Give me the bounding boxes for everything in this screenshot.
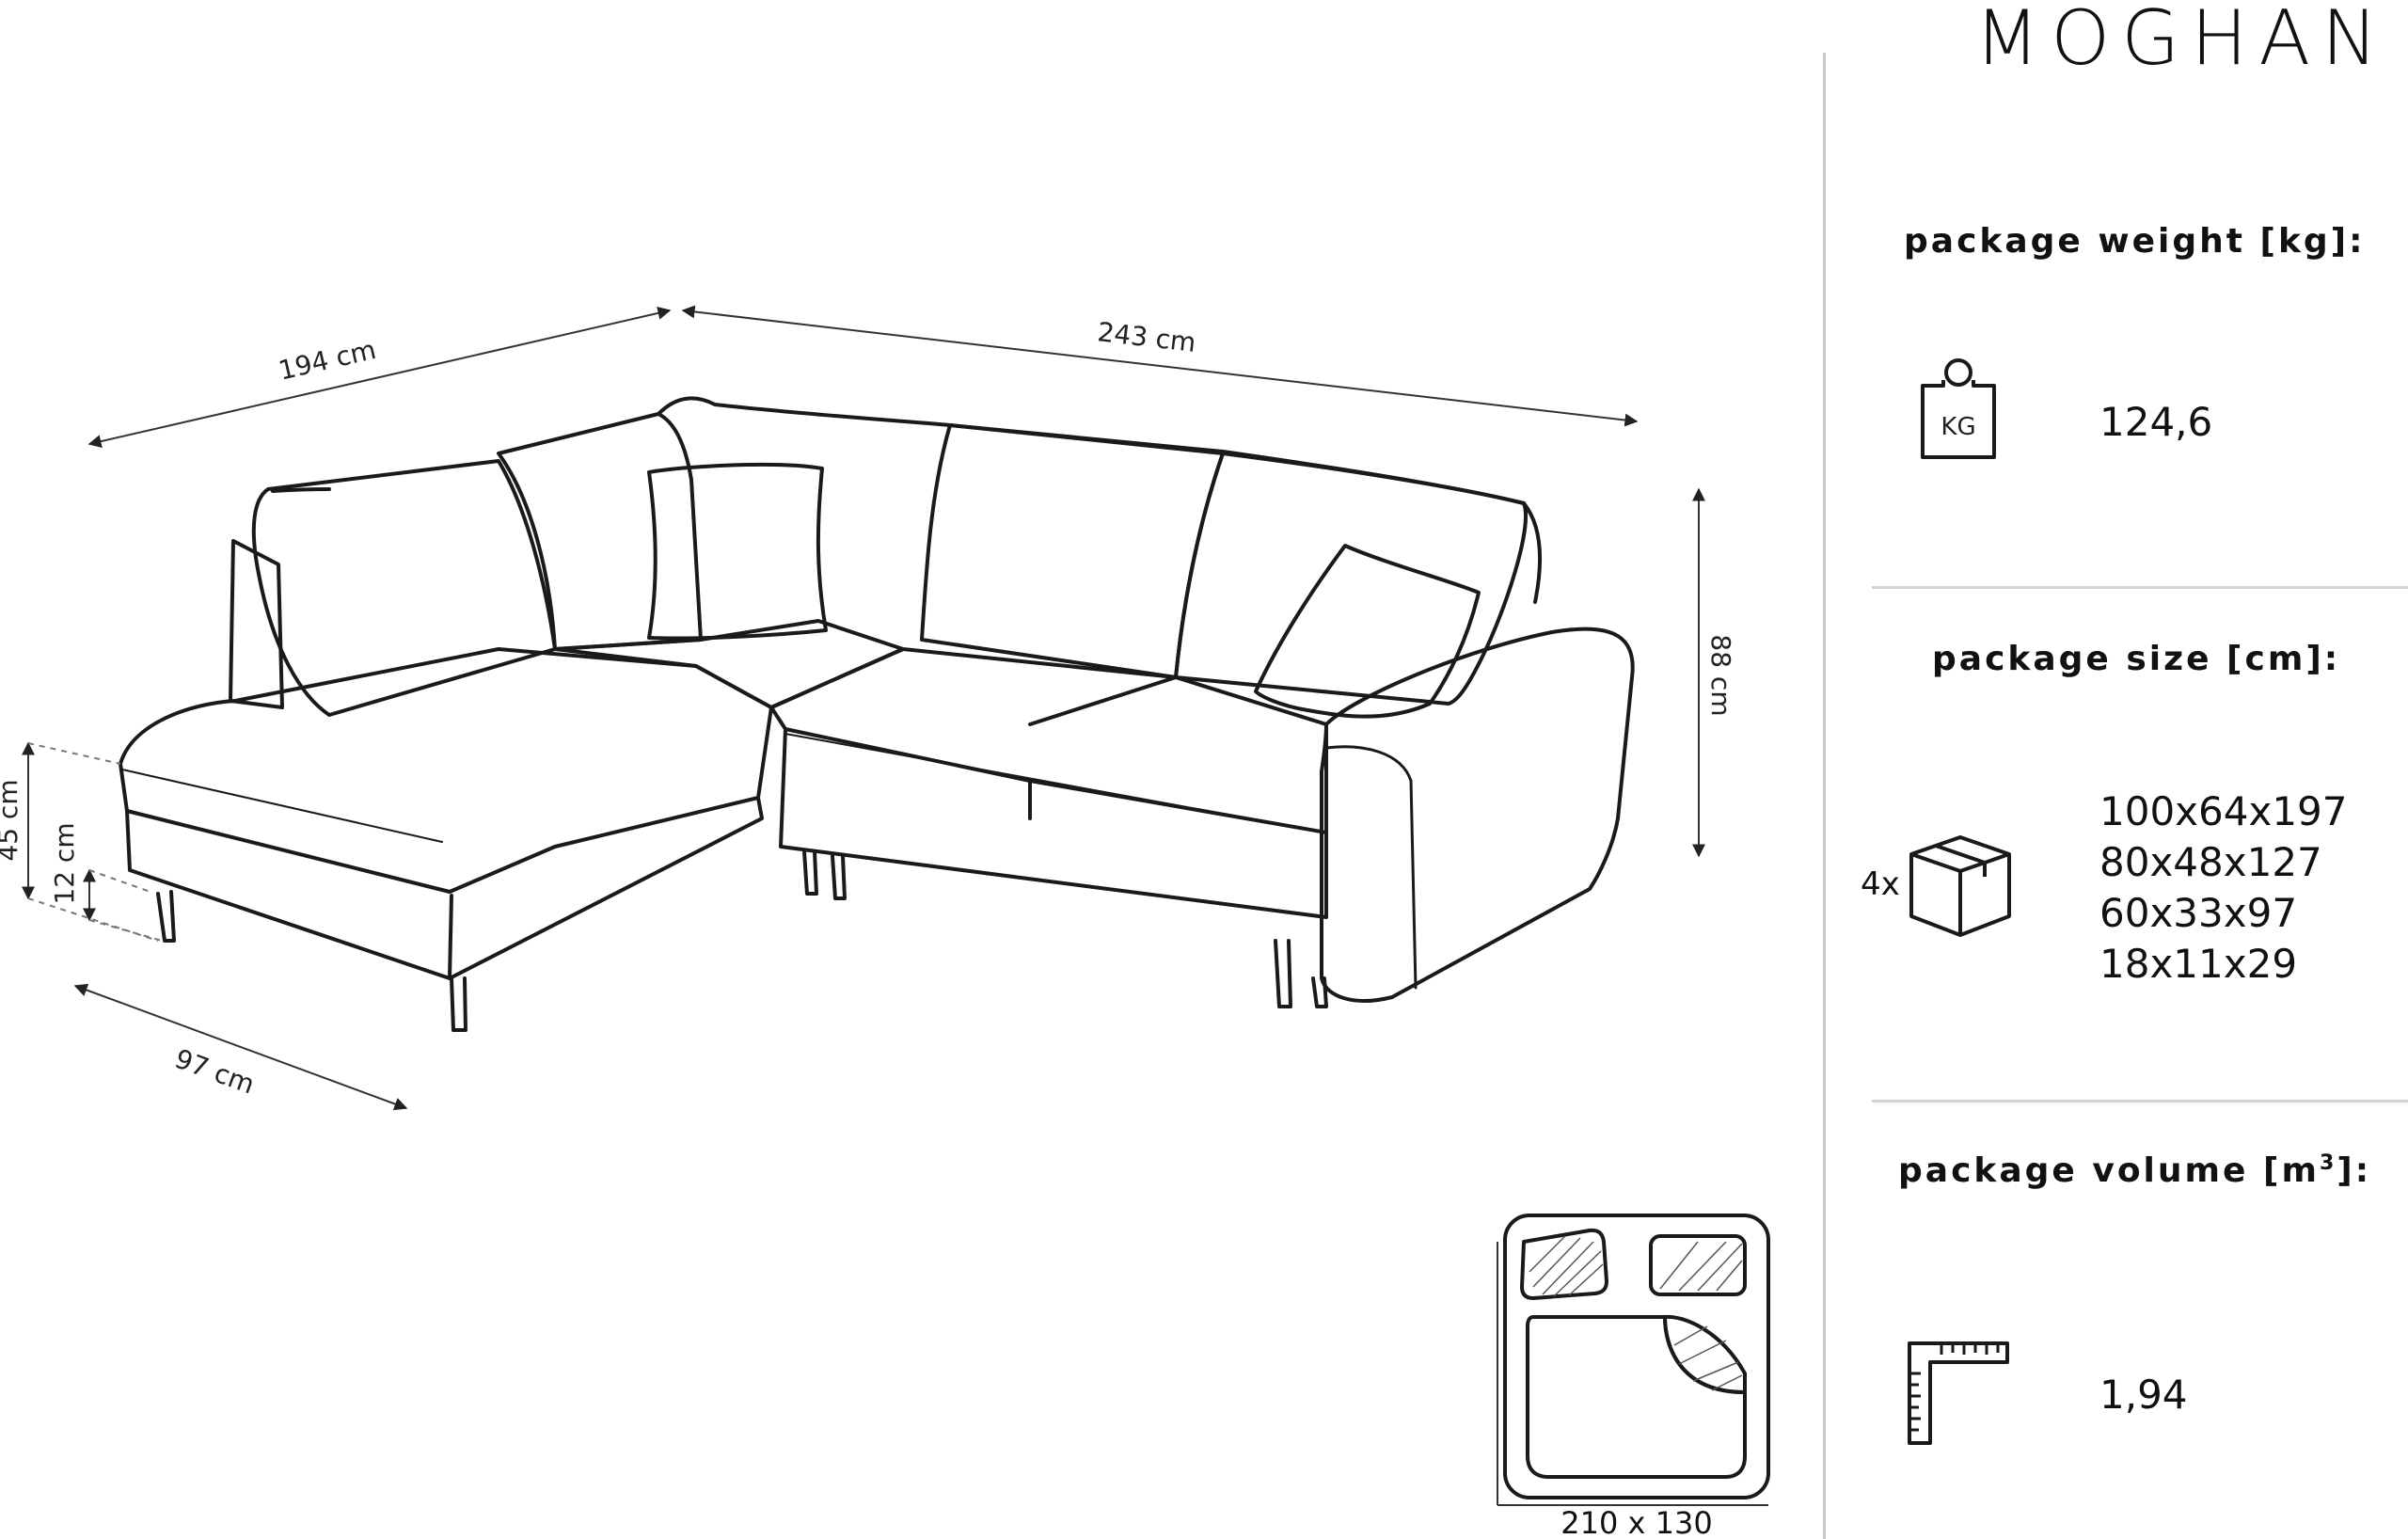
package-size-item: 60x33x97 <box>2099 890 2298 936</box>
back-cushion-left <box>251 459 557 717</box>
leg <box>450 976 467 1032</box>
sofa-drawing: 194 cm 243 cm 88 cm 45 cm 12 cm 97 cm <box>0 305 1736 1111</box>
bed-area-label: 210 x 130 <box>1560 1505 1712 1539</box>
back-top <box>657 396 1526 505</box>
right-arm <box>1320 627 1635 1003</box>
dim-line-width <box>681 305 1639 427</box>
weight-icon-label: KG <box>1941 413 1975 441</box>
leg <box>1311 976 1328 1008</box>
label-leg-height: 12 cm <box>49 822 80 904</box>
chaise-seat <box>119 647 773 894</box>
package-weight-value: 124,6 <box>2099 399 2213 445</box>
package-size-list: 100x64x197 80x48x127 60x33x97 18x11x29 <box>2099 786 2347 990</box>
box-icon <box>1909 835 2011 937</box>
section-divider <box>1872 586 2408 589</box>
label-chaise-depth: 97 cm <box>171 1043 259 1101</box>
label-width: 243 cm <box>1096 316 1197 358</box>
corner-seat <box>553 619 905 709</box>
back-cushion-mid <box>920 423 1225 679</box>
package-quantity: 4x <box>1861 865 1900 903</box>
panel-divider <box>1823 53 1826 1539</box>
package-size-title: package size [cm]: <box>1932 640 2341 678</box>
back-cushion-right <box>1174 452 1528 706</box>
dim-line-chaise <box>73 983 408 1111</box>
back-panel-left <box>229 539 284 709</box>
weight-icon: KG <box>1921 358 1996 459</box>
ruler-icon <box>1908 1341 2009 1445</box>
pillow-left <box>647 462 828 641</box>
label-seat-height: 45 cm <box>0 779 24 861</box>
main-seat <box>769 647 1328 834</box>
label-back-depth: 194 cm <box>276 334 379 387</box>
section-divider <box>1872 1100 2408 1103</box>
package-size-item: 18x11x29 <box>2099 941 2298 987</box>
package-weight-title: package weight [kg]: <box>1904 222 2366 261</box>
dim-line-back-depth <box>87 307 672 448</box>
leg <box>156 890 176 943</box>
leg <box>1274 939 1292 1008</box>
package-volume-title: package volume [m3]: <box>1898 1151 2372 1190</box>
package-volume-value: 1,94 <box>2099 1372 2188 1418</box>
chaise-front <box>125 809 453 980</box>
leg <box>831 854 847 900</box>
brand-title: MOGHAN <box>1974 0 2389 82</box>
leg <box>802 849 818 896</box>
pillow-right <box>1254 544 1481 719</box>
bed-area-icon: 210 x 130 <box>1497 1214 1770 1539</box>
package-size-item: 80x48x127 <box>2099 839 2322 885</box>
package-size-item: 100x64x197 <box>2099 788 2348 834</box>
label-height: 88 cm <box>1705 634 1736 716</box>
